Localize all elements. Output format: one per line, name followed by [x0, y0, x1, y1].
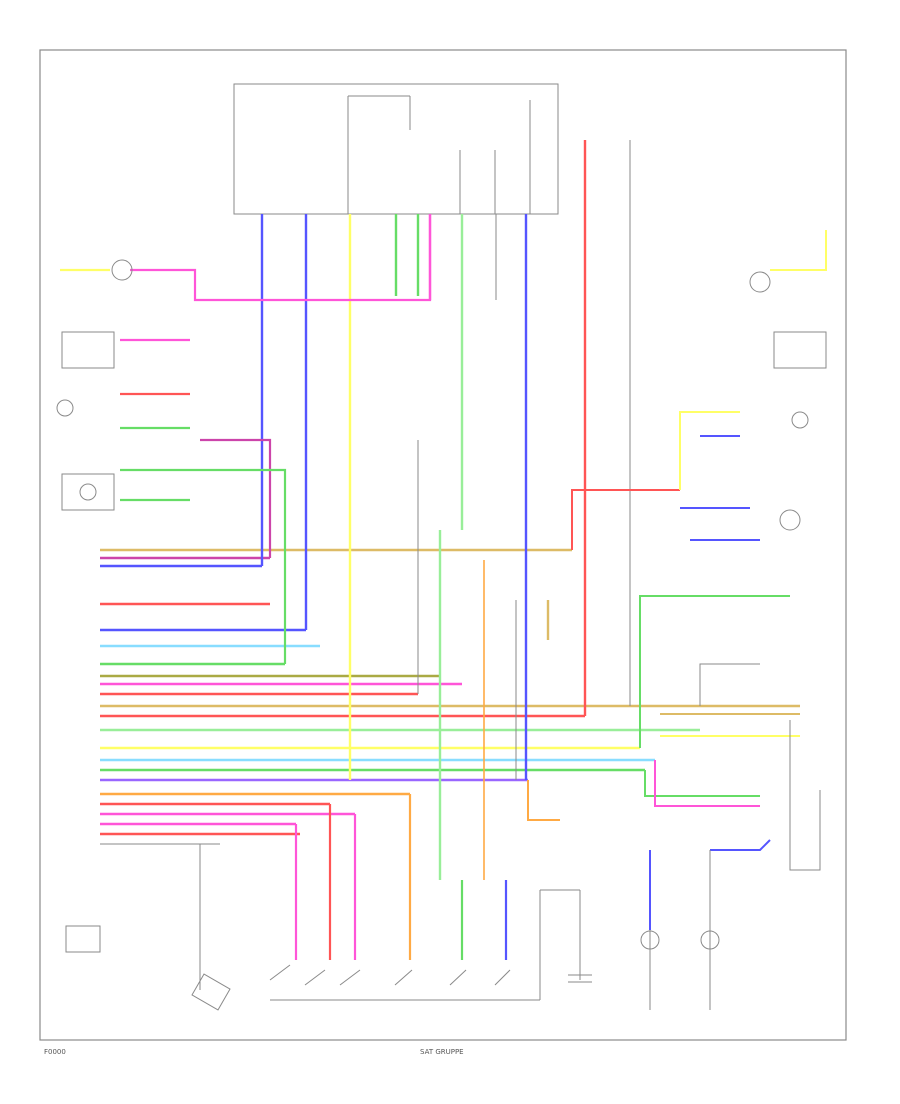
bottom-switch-lines — [199, 794, 711, 1010]
top-control-module — [233, 83, 559, 215]
harness-vertical-wires — [260, 140, 631, 880]
left-pink-run — [60, 214, 432, 664]
component-symbols — [56, 259, 827, 1011]
bottom-bulb-2 — [700, 930, 720, 950]
footer-left-code: F0000 — [44, 1048, 66, 1056]
left-sensor-box — [61, 331, 115, 369]
left-indicator-symbol — [56, 399, 74, 417]
left-lamp-symbol — [111, 259, 133, 281]
footer-center-title: SAT GRUPPE — [420, 1048, 464, 1056]
left-module-box — [61, 473, 115, 511]
diagram-frame — [39, 49, 847, 1041]
right-indicator-symbol — [791, 411, 809, 429]
harness-horizontal-wires — [100, 548, 800, 845]
bottom-bulb-1 — [640, 930, 660, 950]
lower-left-box — [65, 925, 101, 953]
right-side-wires — [527, 230, 827, 930]
switch-contacts — [269, 964, 592, 986]
right-sensor-box — [773, 331, 827, 369]
right-lamp-symbol — [749, 271, 771, 293]
